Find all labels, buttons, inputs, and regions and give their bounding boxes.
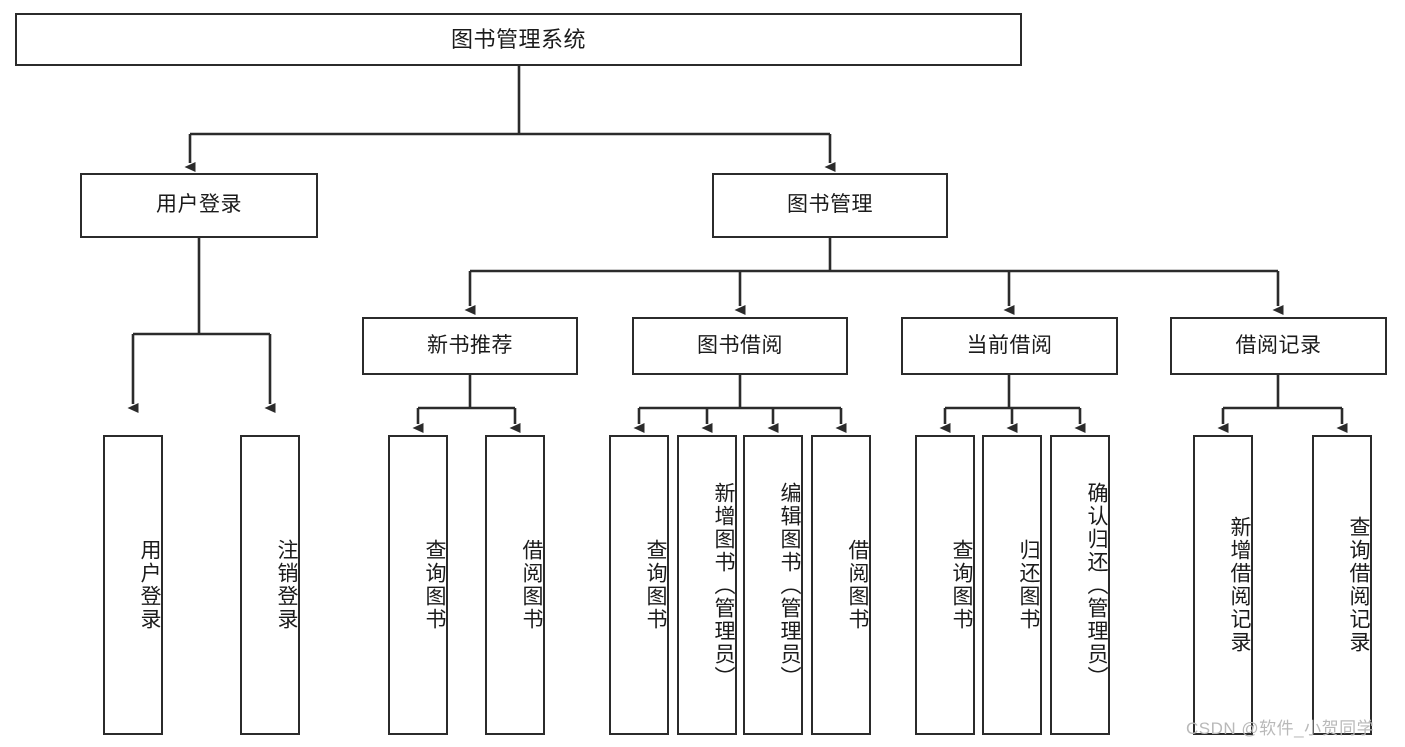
node-book-borrow[interactable]: 图书借阅 bbox=[632, 317, 848, 375]
node-label: 查询图书 bbox=[423, 539, 446, 631]
leaf-borrow-edit-book-admin[interactable]: 编辑图书（管理员） bbox=[743, 435, 803, 735]
node-label: 编辑图书（管理员） bbox=[778, 481, 801, 689]
node-user-login[interactable]: 用户登录 bbox=[80, 173, 318, 238]
node-label: 查询图书 bbox=[644, 539, 667, 631]
node-label: 新增图书（管理员） bbox=[712, 481, 735, 689]
node-label: 借阅图书 bbox=[846, 539, 869, 631]
leaf-record-add-record[interactable]: 新增借阅记录 bbox=[1193, 435, 1253, 735]
node-label: 图书借阅 bbox=[697, 333, 783, 357]
node-book-management[interactable]: 图书管理 bbox=[712, 173, 948, 238]
leaf-recommend-borrow-book[interactable]: 借阅图书 bbox=[485, 435, 545, 735]
leaf-logout[interactable]: 注销登录 bbox=[240, 435, 300, 735]
leaf-record-query-record[interactable]: 查询借阅记录 bbox=[1312, 435, 1372, 735]
node-label: 新书推荐 bbox=[427, 333, 513, 357]
leaf-user-login[interactable]: 用户登录 bbox=[103, 435, 163, 735]
node-label: 图书管理 bbox=[787, 193, 873, 217]
leaf-current-query-book[interactable]: 查询图书 bbox=[915, 435, 975, 735]
leaf-current-return-book[interactable]: 归还图书 bbox=[982, 435, 1042, 735]
leaf-recommend-query-book[interactable]: 查询图书 bbox=[388, 435, 448, 735]
node-label: 确认归还（管理员） bbox=[1085, 481, 1108, 689]
node-label: 图书管理系统 bbox=[450, 26, 586, 52]
node-label: 当前借阅 bbox=[966, 333, 1053, 357]
node-current-borrow[interactable]: 当前借阅 bbox=[901, 317, 1118, 375]
node-label: 查询图书 bbox=[950, 539, 973, 631]
leaf-borrow-borrow-book[interactable]: 借阅图书 bbox=[811, 435, 871, 735]
leaf-borrow-query-book[interactable]: 查询图书 bbox=[609, 435, 669, 735]
csdn-watermark: CSDN @软件_小贺同学 bbox=[1186, 719, 1375, 738]
node-borrow-record[interactable]: 借阅记录 bbox=[1170, 317, 1387, 375]
node-label: 新增借阅记录 bbox=[1228, 516, 1251, 654]
node-label: 用户登录 bbox=[156, 193, 242, 217]
leaf-current-confirm-return-admin[interactable]: 确认归还（管理员） bbox=[1050, 435, 1110, 735]
node-label: 查询借阅记录 bbox=[1347, 516, 1370, 654]
node-new-book-recommend[interactable]: 新书推荐 bbox=[362, 317, 578, 375]
leaf-borrow-add-book-admin[interactable]: 新增图书（管理员） bbox=[677, 435, 737, 735]
node-label: 归还图书 bbox=[1017, 539, 1040, 631]
node-label: 注销登录 bbox=[275, 539, 298, 631]
node-label: 借阅记录 bbox=[1235, 333, 1322, 357]
node-label: 借阅图书 bbox=[520, 539, 543, 631]
node-root-system[interactable]: 图书管理系统 bbox=[15, 13, 1022, 66]
node-label: 用户登录 bbox=[138, 539, 161, 631]
